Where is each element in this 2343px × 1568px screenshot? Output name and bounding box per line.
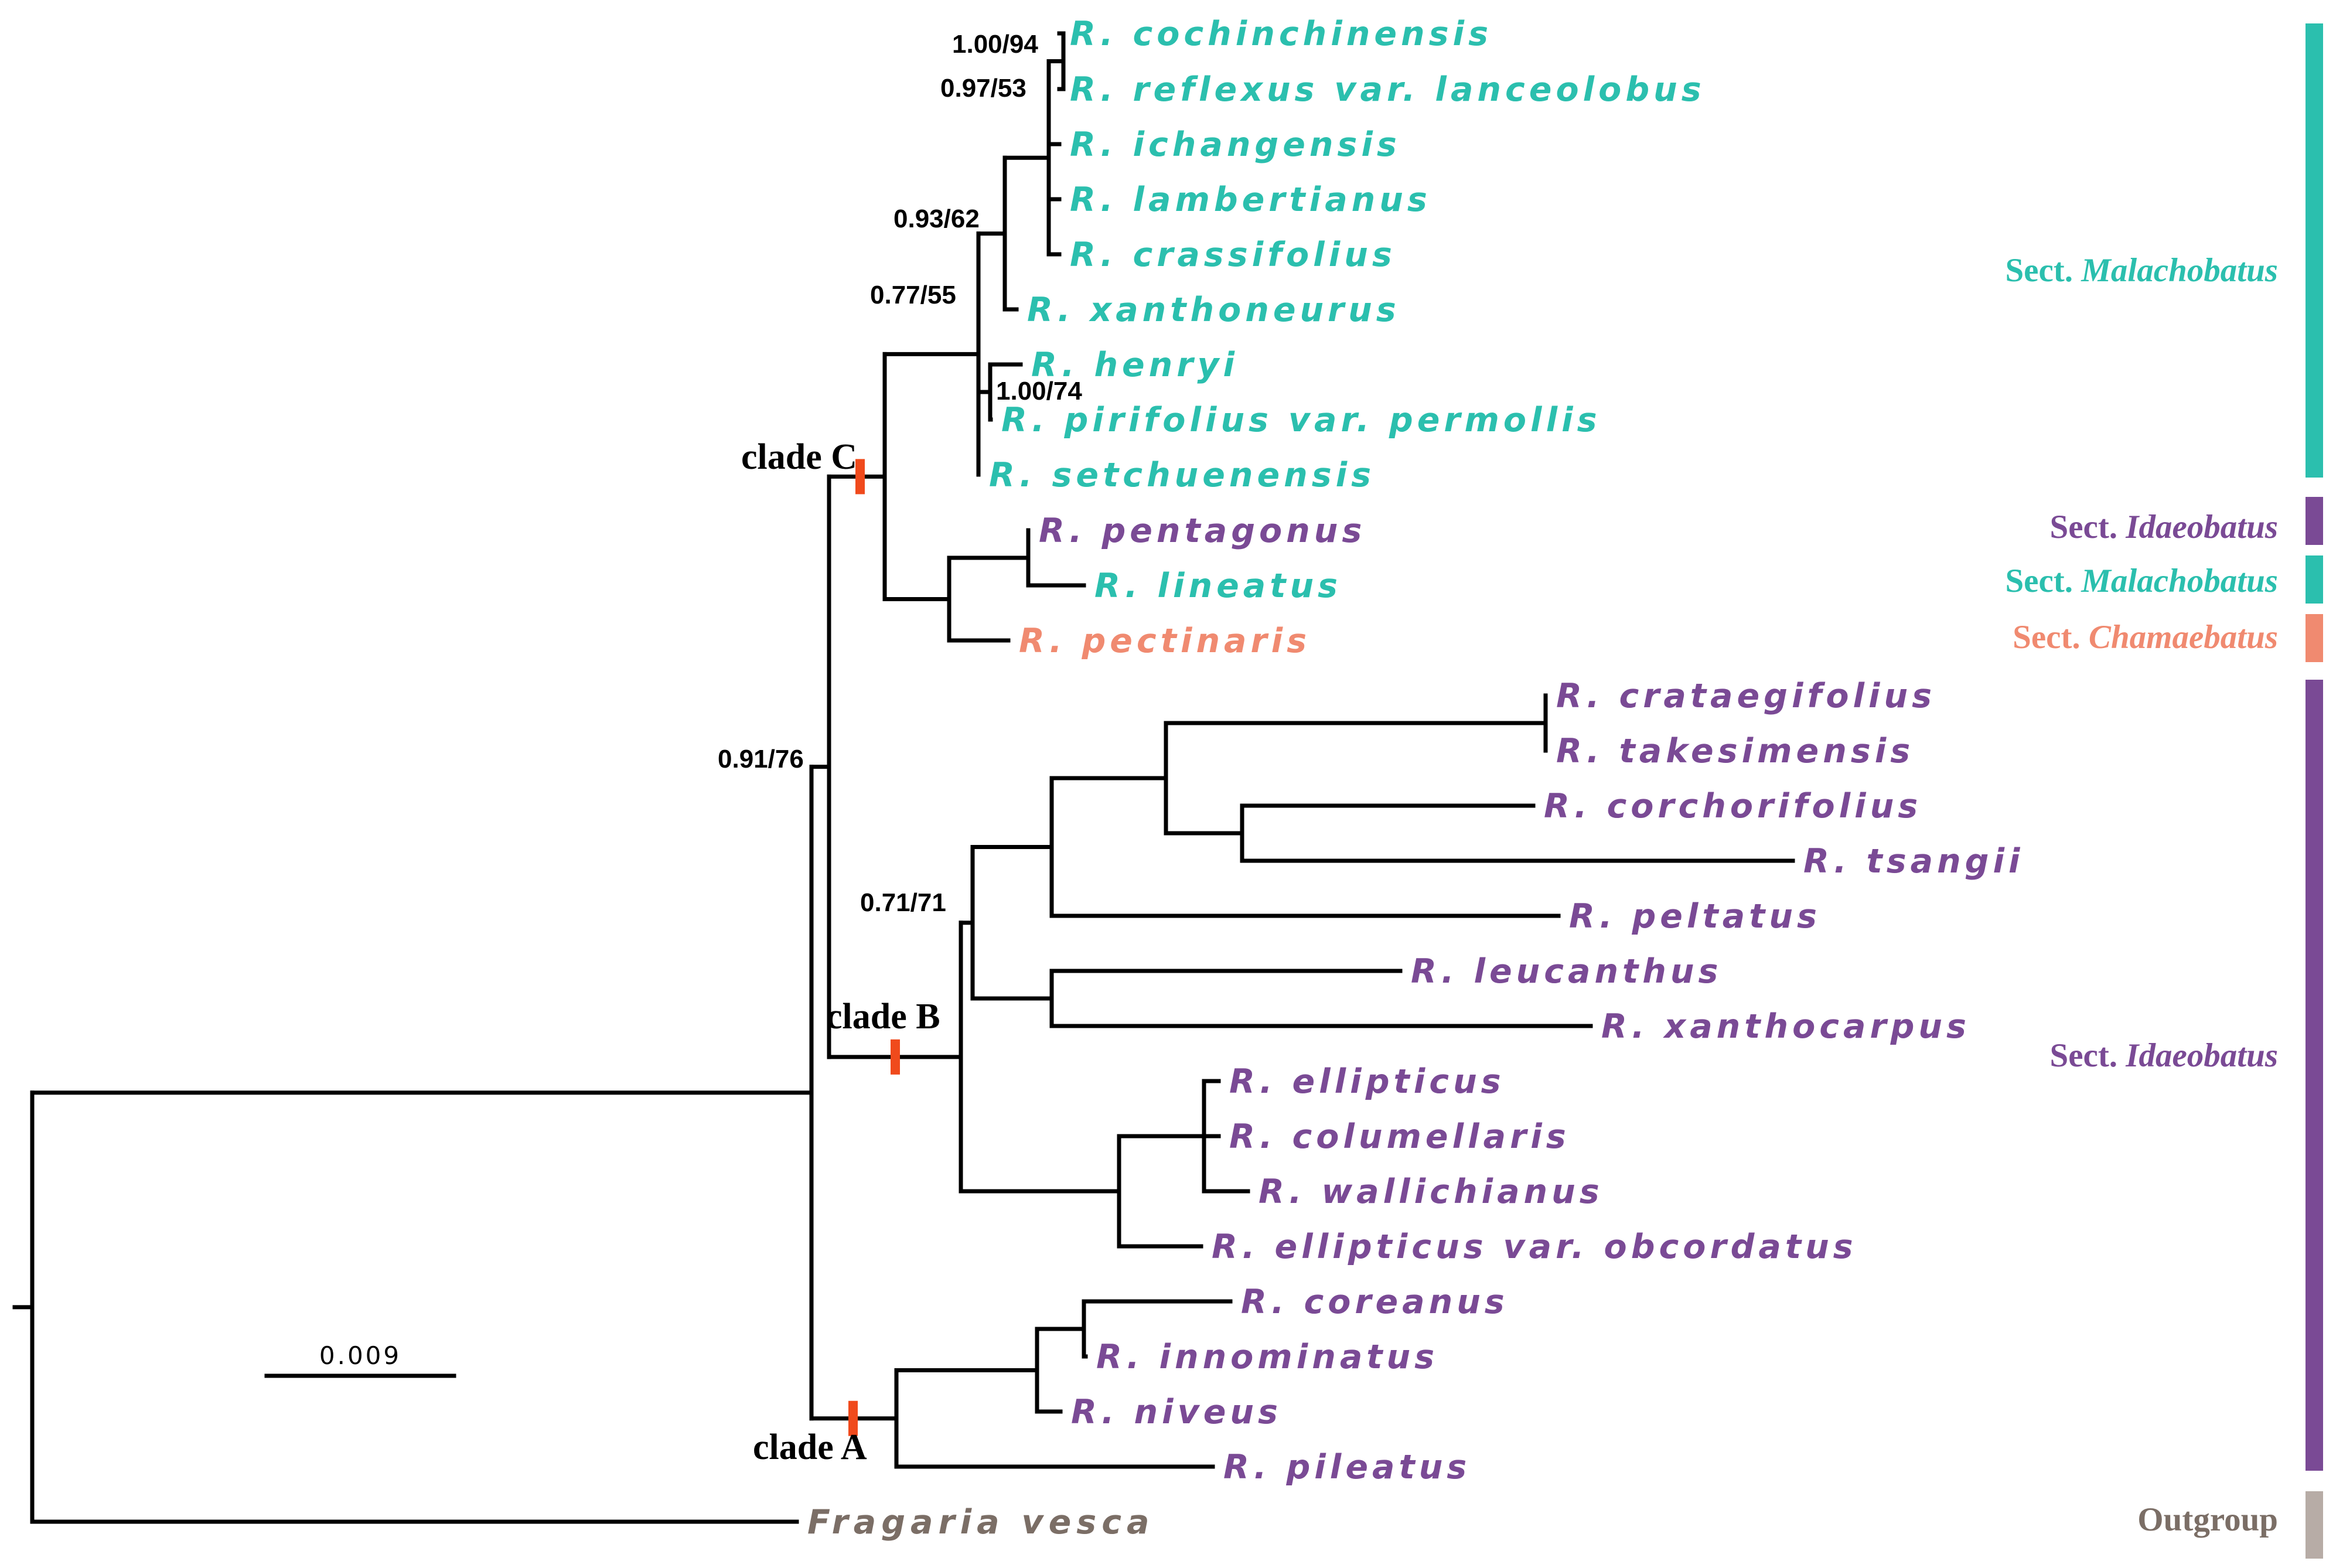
taxon-label-r-columellaris: R. columellaris <box>1229 1117 1570 1156</box>
section-bar-5 <box>2306 680 2323 1471</box>
section-name: Idaeobatus <box>2125 1037 2278 1074</box>
clade-label-a: clade A <box>753 1427 867 1467</box>
section-name: Malachobatus <box>2081 252 2278 289</box>
clade-marker-c <box>855 459 865 495</box>
taxon-label-r-xanthoneurus: R. xanthoneurus <box>1027 291 1400 329</box>
taxon-label-r-henryi: R. henryi <box>1031 346 1239 384</box>
taxon-label-r-cochinchinensis: R. cochinchinensis <box>1070 15 1492 53</box>
support-value-1: 1.00/94 <box>952 30 1038 59</box>
section-label-5: Sect. Idaeobatus <box>2050 1037 2278 1074</box>
section-label-1: Sect. Malachobatus <box>2005 252 2278 289</box>
clade-label-b: clade B <box>826 997 940 1037</box>
taxon-label-r-lineatus: R. lineatus <box>1094 567 1342 605</box>
section-label-2: Sect. Idaeobatus <box>2050 509 2278 546</box>
scale-bar-label: 0.009 <box>319 1341 401 1370</box>
section-bar-6 <box>2306 1491 2323 1559</box>
taxon-label-r-pectinaris: R. pectinaris <box>1019 622 1311 660</box>
support-values: 1.00/94 0.97/53 0.93/62 0.77/55 1.00/74 0.91/… <box>718 30 1082 917</box>
taxon-label-r-innominatus: R. innominatus <box>1096 1338 1438 1376</box>
section-prefix: Sect. <box>2013 619 2089 656</box>
tree-branches <box>12 31 1795 1524</box>
clade-markers <box>848 459 900 1436</box>
support-value-4: 0.77/55 <box>870 281 956 309</box>
taxon-label-r-lambertianus: R. lambertianus <box>1070 180 1431 219</box>
taxon-label-r-corchorifolius: R. corchorifolius <box>1544 787 1922 826</box>
support-value-3: 0.93/62 <box>893 204 980 233</box>
section-bar-4 <box>2306 614 2323 662</box>
taxon-label-r-niveus: R. niveus <box>1071 1393 1282 1431</box>
support-value-7: 0.71/71 <box>860 888 946 917</box>
support-value-2: 0.97/53 <box>940 74 1026 103</box>
clade-label-c: clade C <box>741 437 857 477</box>
taxon-label-r-coreanus: R. coreanus <box>1241 1283 1509 1321</box>
taxon-labels: R. cochinchinensis R. reflexus var. lance… <box>807 15 2024 1542</box>
section-prefix: Sect. <box>2005 252 2081 289</box>
section-label-6: Outgroup <box>2137 1501 2278 1538</box>
section-prefix: Sect. <box>2050 509 2126 546</box>
taxon-label-r-pentagonus: R. pentagonus <box>1039 512 1366 550</box>
section-name: Idaeobatus <box>2125 509 2278 546</box>
taxon-label-r-leucanthus: R. leucanthus <box>1411 952 1722 991</box>
section-prefix: Sect. <box>2050 1037 2126 1074</box>
taxon-label-r-tsangii: R. tsangii <box>1803 842 2024 881</box>
taxon-label-r-crassifolius: R. crassifolius <box>1070 236 1396 274</box>
section-name: Malachobatus <box>2081 563 2278 599</box>
section-name: Outgroup <box>2137 1501 2278 1538</box>
clade-labels: clade C clade B clade A <box>741 437 940 1467</box>
taxon-label-r-setchuenensis: R. setchuenensis <box>989 456 1375 495</box>
section-prefix: Sect. <box>2005 563 2081 599</box>
support-value-6: 0.91/76 <box>718 745 804 773</box>
section-name: Chamaebatus <box>2089 619 2278 656</box>
clade-marker-b <box>891 1039 900 1075</box>
taxon-label-r-ellipticus-var-obcordatus: R. ellipticus var. obcordatus <box>1212 1228 1857 1266</box>
taxon-label-r-reflexus-var-lanceolobus: R. reflexus var. lanceolobus <box>1070 70 1706 109</box>
taxon-label-r-ichangensis: R. ichangensis <box>1070 125 1401 164</box>
section-bar-1 <box>2306 23 2323 478</box>
taxon-label-r-peltatus: R. peltatus <box>1569 897 1821 936</box>
taxon-label-r-xanthocarpus: R. xanthocarpus <box>1601 1007 1970 1046</box>
taxon-label-fragaria-vesca: Fragaria vesca <box>807 1503 1154 1542</box>
taxon-label-r-wallichianus: R. wallichianus <box>1259 1172 1604 1211</box>
section-label-3: Sect. Malachobatus <box>2005 563 2278 599</box>
section-bar-2 <box>2306 497 2323 545</box>
taxon-label-r-ellipticus: R. ellipticus <box>1229 1062 1505 1101</box>
clade-marker-a <box>848 1400 858 1436</box>
taxon-label-r-takesimensis: R. takesimensis <box>1556 732 1914 771</box>
support-value-5: 1.00/74 <box>996 377 1082 405</box>
scale-bar: 0.009 <box>264 1341 456 1378</box>
taxon-label-r-crataegifolius: R. crataegifolius <box>1556 677 1936 715</box>
taxon-label-r-pirifolius-var-permollis: R. pirifolius var. permollis <box>1001 401 1601 439</box>
section-label-4: Sect. Chamaebatus <box>2013 619 2278 656</box>
taxon-label-r-pileatus: R. pileatus <box>1223 1448 1471 1487</box>
section-bar-3 <box>2306 555 2323 604</box>
